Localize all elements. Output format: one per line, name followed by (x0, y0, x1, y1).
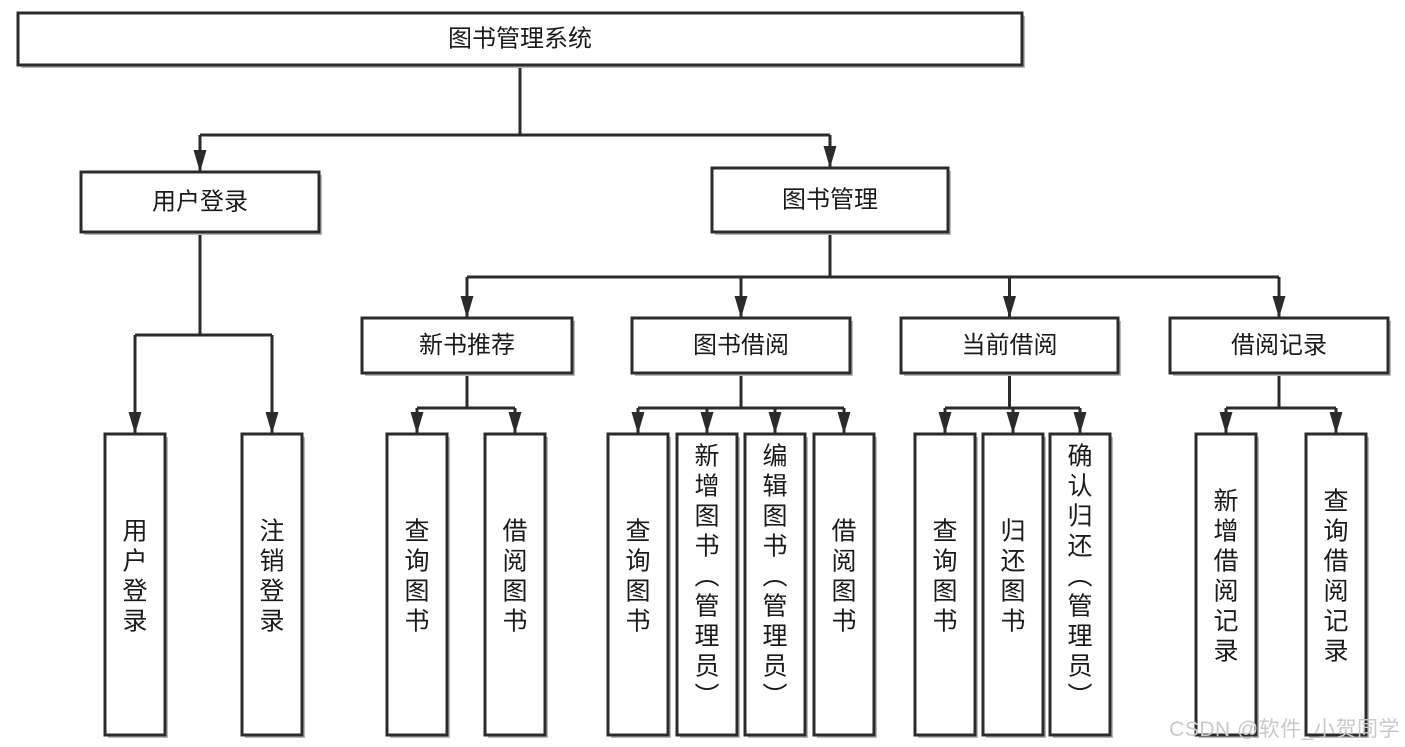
node-box (981, 432, 1045, 737)
node-box (743, 432, 807, 737)
node-label: 查询图书 (932, 518, 957, 636)
node-label: 当前借阅 (962, 332, 1058, 359)
node-current-confirm-return[interactable]: 确认归还︵管理员︶ (1048, 432, 1113, 738)
node-user-login[interactable]: 用户登录 (79, 170, 322, 235)
node-box (385, 432, 449, 737)
node-box (630, 316, 852, 375)
node-box (1048, 432, 1112, 737)
node-current-return-book[interactable]: 归还图书 (981, 432, 1046, 738)
node-box (899, 316, 1120, 375)
node-box (1194, 432, 1258, 737)
node-records-add-record[interactable]: 新增借阅记录 (1194, 432, 1259, 738)
node-label: 图书借阅 (693, 332, 789, 359)
node-box (16, 11, 1024, 67)
node-label: 图书管理 (782, 186, 878, 213)
node-label: 借阅图书 (831, 518, 856, 636)
node-new-book-recommend[interactable]: 新书推荐 (360, 316, 575, 376)
node-label: 注销登录 (259, 518, 284, 636)
node-label: 新书推荐 (419, 332, 515, 359)
node-box (606, 432, 670, 737)
node-label: 用户登录 (152, 188, 248, 215)
node-label: 新增借阅记录 (1213, 488, 1238, 666)
node-current-borrow[interactable]: 当前借阅 (899, 316, 1121, 376)
node-label: 新增图书︵管理员︶ (694, 443, 719, 711)
node-book-borrow[interactable]: 图书借阅 (630, 316, 853, 376)
node-label: 编辑图书︵管理员︶ (762, 443, 787, 711)
node-box (1304, 432, 1368, 737)
node-box (103, 432, 167, 737)
node-box (812, 432, 876, 737)
node-user-login-action[interactable]: 用户登录 (103, 432, 168, 738)
node-book-management[interactable]: 图书管理 (710, 166, 951, 235)
node-records-query-record[interactable]: 查询借阅记录 (1304, 432, 1369, 738)
node-borrow-records[interactable]: 借阅记录 (1168, 316, 1391, 376)
node-label: 图书管理系统 (448, 25, 592, 52)
node-label: 借阅记录 (1231, 332, 1327, 359)
node-borrow-query-book[interactable]: 查询图书 (606, 432, 671, 738)
node-recommend-borrow-book[interactable]: 借阅图书 (483, 432, 548, 738)
node-box (240, 432, 304, 737)
node-label: 归还图书 (1000, 518, 1025, 636)
node-label: 借阅图书 (502, 518, 527, 636)
node-recommend-query-book[interactable]: 查询图书 (385, 432, 450, 738)
node-box (483, 432, 547, 737)
node-borrow-borrow-book[interactable]: 借阅图书 (812, 432, 877, 738)
node-root[interactable]: 图书管理系统 (16, 11, 1025, 68)
node-label: 用户登录 (122, 518, 147, 636)
node-box (675, 432, 739, 737)
node-box (1168, 316, 1390, 375)
node-borrow-edit-book[interactable]: 编辑图书︵管理员︶ (743, 432, 808, 738)
watermark-text: CSDN @软件_小贺同学 (1169, 718, 1400, 741)
node-borrow-add-book[interactable]: 新增图书︵管理员︶ (675, 432, 740, 738)
node-label: 查询图书 (404, 518, 429, 636)
node-label: 确认归还︵管理员︶ (1067, 443, 1092, 711)
node-current-query-book[interactable]: 查询图书 (913, 432, 978, 738)
node-box (710, 166, 950, 234)
node-label: 查询图书 (625, 518, 650, 636)
node-user-logout-action[interactable]: 注销登录 (240, 432, 305, 738)
node-box (913, 432, 977, 737)
node-box (79, 170, 321, 234)
node-box (360, 316, 574, 375)
node-label: 查询借阅记录 (1323, 488, 1348, 666)
